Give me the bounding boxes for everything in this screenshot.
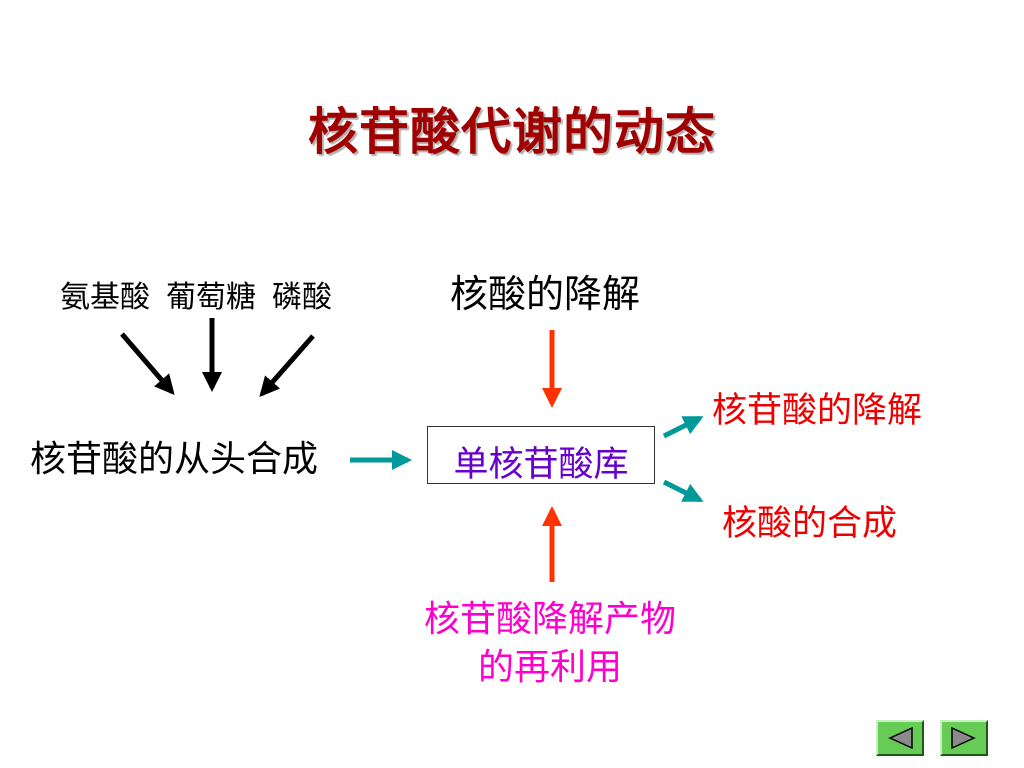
salvage-label-line2: 的再利用 <box>477 647 622 688</box>
salvage-label: 核苷酸降解产物 的再利用 <box>380 596 720 692</box>
precursor-phosphate: 磷酸 <box>272 280 332 315</box>
previous-slide-button[interactable] <box>876 720 924 756</box>
precursor-amino-acid: 氨基酸 <box>60 280 150 315</box>
precursor-list: 氨基酸葡萄糖磷酸 <box>60 272 332 316</box>
salvage-label-line1: 核苷酸降解产物 <box>423 599 676 640</box>
arrow-to-synthesis <box>662 479 704 503</box>
triangle-left-icon <box>888 726 913 750</box>
precursor-glucose: 葡萄糖 <box>166 280 256 315</box>
nucleotide-pool-box <box>427 426 655 484</box>
arrow-phosphate <box>259 334 315 398</box>
de-novo-synthesis-label: 核苷酸的从头合成 <box>30 439 319 480</box>
nucleic-acid-degradation-label: 核酸的降解 <box>450 272 641 316</box>
slide-title: 核苷酸代谢的动态 <box>308 102 716 161</box>
nucleotide-degradation-label: 核苷酸的降解 <box>712 391 923 431</box>
nucleic-acid-synthesis-label: 核酸的合成 <box>722 504 898 544</box>
arrow-amino-acid <box>120 332 175 396</box>
nucleotide-pool-label: 单核苷酸库 <box>453 445 629 485</box>
next-slide-button[interactable] <box>940 720 988 756</box>
arrow-to-degradation <box>662 415 704 439</box>
triangle-right-icon <box>951 726 976 750</box>
